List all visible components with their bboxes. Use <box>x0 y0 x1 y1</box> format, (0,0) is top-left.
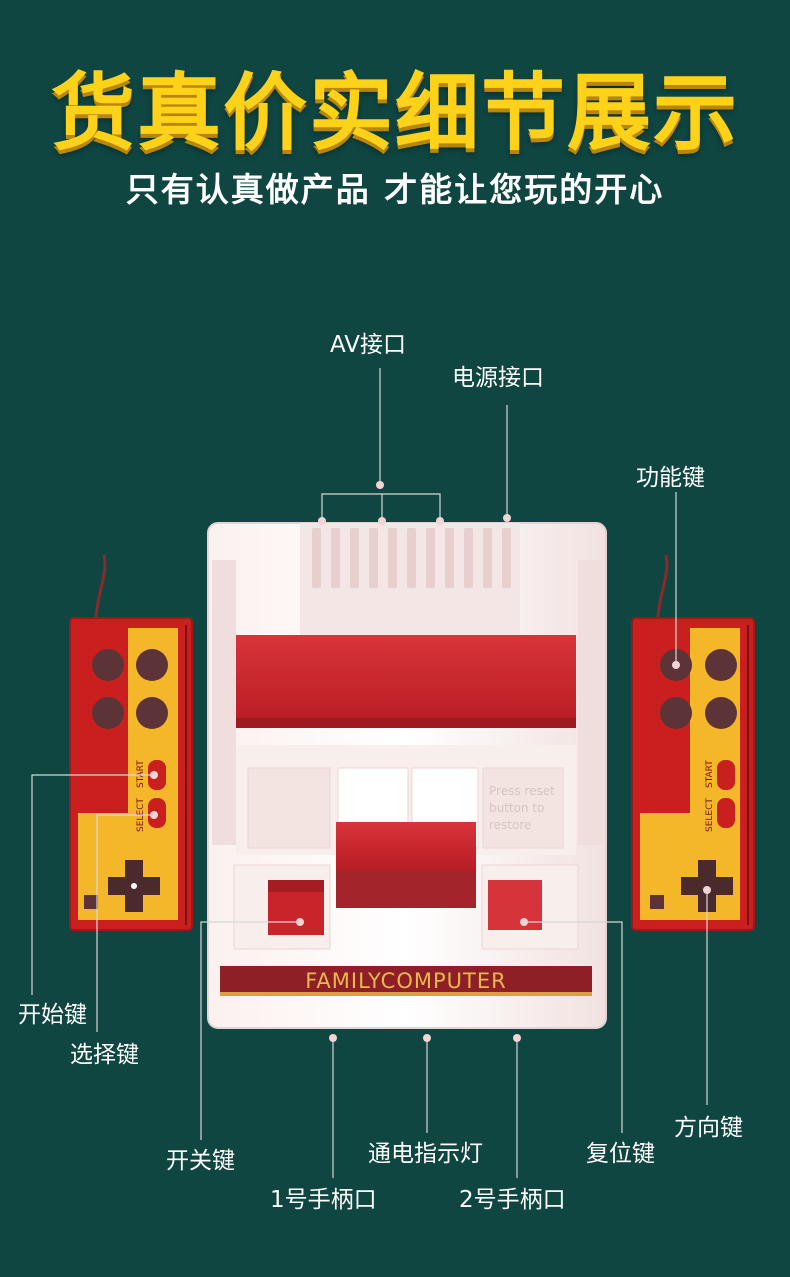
controller-left-button[interactable] <box>92 649 124 681</box>
controller-left-button[interactable] <box>92 697 124 729</box>
controller-left-button[interactable] <box>136 649 168 681</box>
callout-power-indicator: 通电指示灯 <box>368 1141 483 1167</box>
console: Press reset button to restore FAMILYCOMP… <box>207 522 607 1029</box>
callout-dots <box>150 481 711 1042</box>
callout-function-key: 功能键 <box>636 465 705 491</box>
select-label: SELECT <box>705 798 715 832</box>
brand-strip <box>220 966 592 996</box>
callout-power-switch: 开关键 <box>166 1148 235 1174</box>
start-button-right[interactable] <box>717 760 735 790</box>
vent-slots <box>312 528 511 588</box>
callout-power-port: 电源接口 <box>452 365 544 391</box>
controller-left: START SELECT <box>69 554 193 931</box>
brand-label: FAMILYCOMPUTER <box>305 969 506 993</box>
page-title: 货真价实细节展示 <box>50 64 739 162</box>
callout-controller-port-1: 1号手柄口 <box>270 1187 377 1213</box>
callout-controller-port-2: 2号手柄口 <box>459 1187 566 1213</box>
start-label: START <box>136 760 146 788</box>
cartridge-slot <box>236 635 576 725</box>
reset-instruction-text: Press reset button to restore <box>489 784 555 832</box>
controller-right-button[interactable] <box>705 649 737 681</box>
svg-text:restore: restore <box>489 818 531 832</box>
callout-direction-key: 方向键 <box>674 1115 743 1141</box>
controller-left-button[interactable] <box>136 697 168 729</box>
callout-lines <box>31 368 708 1178</box>
controller-right: START SELECT <box>631 554 755 931</box>
controller-right-button[interactable] <box>705 697 737 729</box>
page-subtitle: 只有认真做产品 才能让您玩的开心 <box>125 170 665 209</box>
svg-text:Press reset: Press reset <box>489 784 555 798</box>
controller-right-button[interactable] <box>660 697 692 729</box>
callout-start-key: 开始键 <box>18 1002 87 1028</box>
svg-text:button to: button to <box>489 801 544 815</box>
callout-av-port: AV接口 <box>330 332 406 358</box>
select-button-right[interactable] <box>717 798 735 828</box>
center-red-block <box>336 822 476 870</box>
callout-reset-key: 复位键 <box>586 1141 655 1167</box>
start-label: START <box>705 760 715 788</box>
callout-select-key: 选择键 <box>70 1042 139 1068</box>
